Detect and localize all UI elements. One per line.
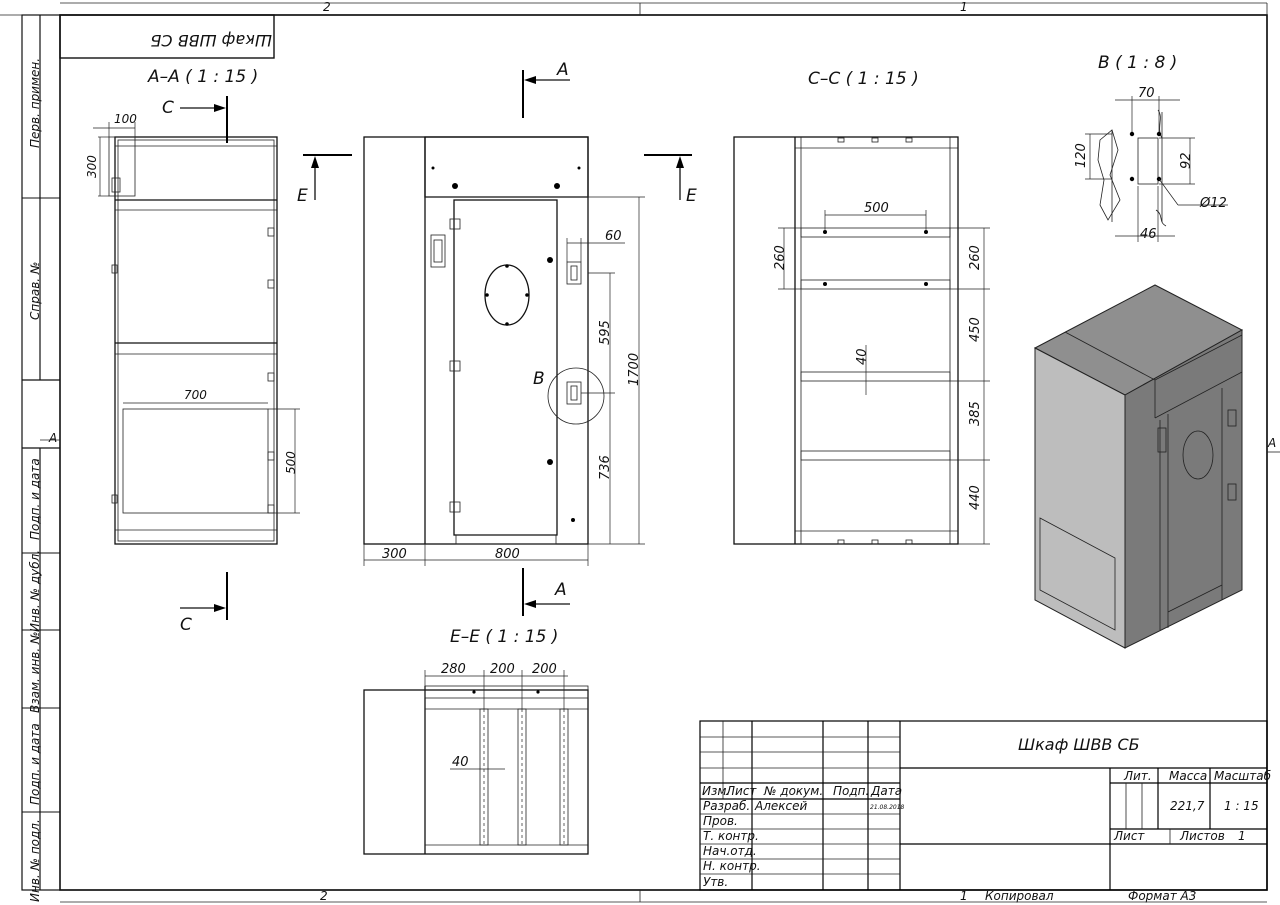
tb-row-utv: Утв. <box>703 875 728 889</box>
cut-line-c <box>180 96 228 620</box>
tb-sheet-label: Лист <box>1113 829 1145 843</box>
title-block <box>699 720 1268 891</box>
isometric-view <box>1033 284 1244 649</box>
strip-label-1: Перв. примен. <box>28 58 42 148</box>
ee-dim-200-a: 200 <box>490 662 515 677</box>
strip-label-3: Подп. и дата <box>28 458 42 540</box>
view-aa <box>108 136 278 545</box>
zone-side-left: A <box>48 431 57 445</box>
cut-e-right-label: E <box>686 186 697 206</box>
zone-side-right: A <box>1267 436 1276 450</box>
cut-line-e <box>303 154 692 200</box>
strip-label-2: Справ. № <box>28 262 42 320</box>
tb-row-tkontr: Т. контр. <box>703 829 759 843</box>
b-dim-d12: Ø12 <box>1199 196 1227 211</box>
cc-dim-500: 500 <box>864 201 889 216</box>
iso-front-face <box>1034 347 1126 649</box>
strip-label-5: Взам. инв. № <box>28 632 42 713</box>
tb-copied-label: Копировал <box>985 889 1054 903</box>
cut-a-top-label: A <box>556 60 569 80</box>
strip-label-6: Подп. и дата <box>28 723 42 805</box>
cut-c-top-label: C <box>162 98 174 118</box>
ee-dim-200-b: 200 <box>532 662 557 677</box>
side-strip <box>22 15 60 890</box>
detail-b-label: B <box>533 369 545 389</box>
tb-sheets-value: 1 <box>1238 829 1246 843</box>
zone-top-left: 2 <box>323 0 331 14</box>
title-block-name: Шкаф ШВВ СБ <box>1018 735 1140 754</box>
view-ee-dimensions <box>424 670 568 770</box>
ee-dim-280: 280 <box>441 662 466 677</box>
tb-row-razrab: Разраб. <box>703 799 750 813</box>
tb-sheets-label: Листов <box>1179 829 1225 843</box>
tb-mass-value: 221,7 <box>1170 799 1205 813</box>
aa-dim-500: 500 <box>284 451 298 474</box>
view-front <box>363 136 605 545</box>
tb-head-izm: Изм. <box>702 784 730 798</box>
iso-side-face <box>1124 329 1243 649</box>
front-dim-60: 60 <box>605 229 622 244</box>
zone-bottom-left: 2 <box>320 889 328 903</box>
cut-c-bottom-label: C <box>180 615 192 635</box>
view-cc <box>733 136 959 545</box>
view-aa-dimensions <box>93 122 300 514</box>
tb-lit-label: Лит. <box>1123 769 1152 783</box>
view-b-title: B ( 1 : 8 ) <box>1098 53 1177 73</box>
view-cc-title: C–C ( 1 : 15 ) <box>808 69 919 89</box>
strip-label-4: Инв. № дубл. <box>28 550 42 632</box>
view-aa-title: A–A ( 1 : 15 ) <box>147 67 258 87</box>
front-dim-1700: 1700 <box>627 353 642 386</box>
tb-head-date: Дата <box>870 784 902 798</box>
cut-e-left-label: E <box>297 186 308 206</box>
view-cc-dimensions <box>778 210 990 545</box>
front-dim-595: 595 <box>598 320 613 345</box>
cc-dim-385: 385 <box>968 401 983 426</box>
aa-dim-100: 100 <box>114 112 137 126</box>
tb-head-sign: Подп. <box>833 784 869 798</box>
zone-bottom-right: 1 <box>960 889 968 903</box>
mirrored-title-box <box>59 14 275 59</box>
cc-dim-40: 40 <box>855 348 870 365</box>
tb-date: 21.08.2018 <box>870 804 905 811</box>
cc-dim-450: 450 <box>968 317 983 342</box>
aa-dim-300: 300 <box>85 155 99 178</box>
front-dim-736: 736 <box>598 455 613 480</box>
b-dim-92: 92 <box>1179 152 1194 169</box>
b-dim-120: 120 <box>1074 143 1089 168</box>
zone-top-right: 1 <box>960 0 968 14</box>
tb-head-doc: № докум. <box>763 784 823 798</box>
front-dim-800: 800 <box>495 547 520 562</box>
view-ee <box>363 685 589 855</box>
tb-row-nkontr: Н. контр. <box>703 859 761 873</box>
view-b-dimensions <box>1085 96 1228 242</box>
cc-dim-260-left: 260 <box>773 245 788 270</box>
strip-label-7: Инв. № подл. <box>28 819 42 902</box>
front-dim-300: 300 <box>382 547 407 562</box>
cc-dim-440: 440 <box>968 485 983 510</box>
tb-scale-value: 1 : 15 <box>1224 799 1259 813</box>
ee-dim-40: 40 <box>452 755 469 770</box>
cut-a-bottom-label: A <box>554 580 567 600</box>
tb-scale-label: Масштаб <box>1214 769 1272 783</box>
b-dim-46: 46 <box>1140 227 1157 242</box>
tb-format-label: Формат A3 <box>1128 889 1196 903</box>
tb-mass-label: Масса <box>1169 769 1207 783</box>
aa-dim-700: 700 <box>184 388 207 402</box>
mirrored-title: Шкаф ШВВ СБ <box>150 31 272 50</box>
tb-developer: Алексей <box>754 799 807 813</box>
tb-row-nachotd: Нач.отд. <box>703 844 757 858</box>
view-front-dimensions <box>363 196 645 566</box>
tb-head-list: Лист <box>725 784 757 798</box>
cc-dim-260-right: 260 <box>968 245 983 270</box>
tb-row-prov: Пров. <box>703 814 738 828</box>
view-ee-title: E–E ( 1 : 15 ) <box>450 627 558 647</box>
b-dim-70: 70 <box>1138 86 1155 101</box>
cut-line-a <box>522 70 570 616</box>
